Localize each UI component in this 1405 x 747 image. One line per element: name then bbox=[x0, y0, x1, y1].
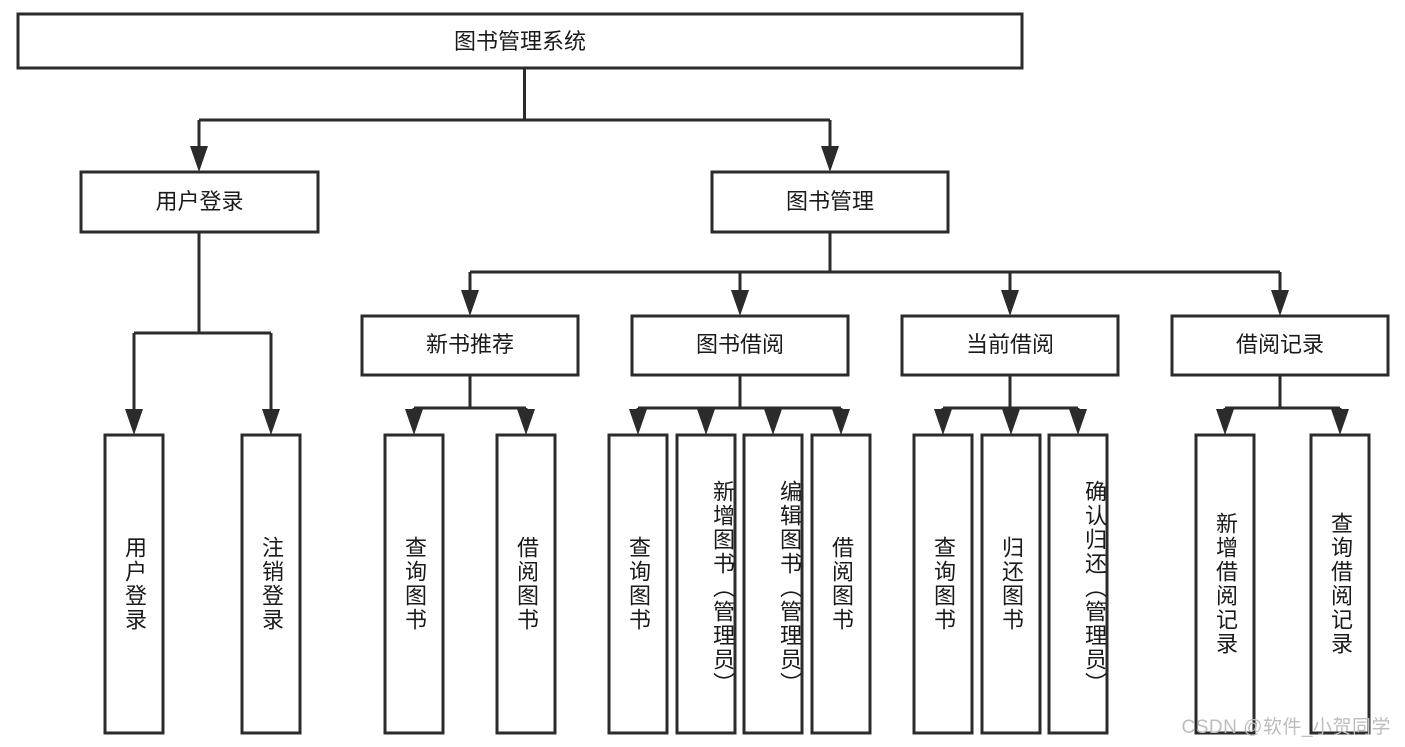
node-book-manage-box[interactable] bbox=[710, 170, 950, 234]
node-root-label: 图书管理系统 bbox=[454, 29, 586, 54]
arrow-head-bb-leaf-4 bbox=[832, 409, 850, 435]
arrow-head-nb-leaf-1 bbox=[405, 409, 423, 435]
connector-group-root bbox=[190, 68, 839, 172]
csdn-watermark: CSDN @软件_小贺同学 bbox=[1181, 717, 1391, 738]
node-borrow-record[interactable]: 借阅记录 bbox=[1170, 314, 1390, 377]
node-book-manage[interactable]: 图书管理 bbox=[710, 170, 950, 234]
node-current-borrow-box[interactable] bbox=[900, 314, 1120, 377]
node-book-borrow-label: 图书借阅 bbox=[696, 332, 784, 357]
leaf-box-borrow-book-2[interactable] bbox=[810, 433, 872, 735]
node-current-borrow-label: 当前借阅 bbox=[966, 332, 1054, 357]
arrow-head-new-book-rec bbox=[461, 290, 479, 316]
arrow-head-br-leaf-1 bbox=[1216, 409, 1234, 435]
leaf-box-query-borrow-record[interactable] bbox=[1309, 433, 1371, 735]
arrow-head-book-borrow bbox=[731, 290, 749, 316]
leaf-box-user-login[interactable] bbox=[103, 433, 165, 735]
node-user-login-box[interactable] bbox=[79, 170, 320, 234]
node-root-box[interactable] bbox=[16, 12, 1024, 70]
node-root[interactable]: 图书管理系统 bbox=[16, 12, 1024, 70]
arrow-head-leaf-logout bbox=[262, 409, 280, 435]
node-book-manage-label: 图书管理 bbox=[786, 189, 874, 214]
leaf-box-add-book-admin[interactable] bbox=[675, 433, 737, 735]
arrow-head-book-manage bbox=[821, 146, 839, 172]
node-book-borrow[interactable]: 图书借阅 bbox=[630, 314, 850, 377]
node-new-book-recommend[interactable]: 新书推荐 bbox=[360, 314, 580, 377]
node-borrow-record-label: 借阅记录 bbox=[1236, 332, 1324, 357]
arrow-head-cb-leaf-2 bbox=[1002, 409, 1020, 435]
arrow-head-user-login bbox=[190, 146, 208, 172]
leaf-box-borrow-book-1[interactable] bbox=[495, 433, 557, 735]
leaf-box-return-book[interactable] bbox=[980, 433, 1042, 735]
leaf-box-logout[interactable] bbox=[240, 433, 302, 735]
leaf-box-confirm-return-admin[interactable] bbox=[1047, 433, 1109, 735]
connector-group-current-borrow bbox=[934, 375, 1087, 435]
node-current-borrow[interactable]: 当前借阅 bbox=[900, 314, 1120, 377]
node-borrow-record-box[interactable] bbox=[1170, 314, 1390, 377]
node-user-login-label: 用户登录 bbox=[155, 189, 243, 214]
leaf-box-query-book-3[interactable] bbox=[912, 433, 974, 735]
leaf-box-query-book-1[interactable] bbox=[383, 433, 445, 735]
node-new-book-recommend-label: 新书推荐 bbox=[426, 332, 514, 357]
leaf-box-add-borrow-record[interactable] bbox=[1194, 433, 1256, 735]
connector-group-book-manage bbox=[461, 232, 1289, 316]
arrow-head-current-borrow bbox=[1001, 290, 1019, 316]
arrow-head-nb-leaf-2 bbox=[517, 409, 535, 435]
node-new-book-recommend-box[interactable] bbox=[360, 314, 580, 377]
connector-group-book-borrow bbox=[629, 375, 850, 435]
arrow-head-cb-leaf-3 bbox=[1069, 409, 1087, 435]
connector-group-new-book-rec bbox=[405, 375, 535, 435]
arrow-head-br-leaf-2 bbox=[1331, 409, 1349, 435]
node-user-login[interactable]: 用户登录 bbox=[79, 170, 320, 234]
arrow-head-borrow-record bbox=[1271, 290, 1289, 316]
arrow-head-bb-leaf-2 bbox=[697, 409, 715, 435]
node-book-borrow-box[interactable] bbox=[630, 314, 850, 377]
arrow-head-bb-leaf-1 bbox=[629, 409, 647, 435]
arrow-head-bb-leaf-3 bbox=[764, 409, 782, 435]
leaf-box-edit-book-admin[interactable] bbox=[742, 433, 804, 735]
arrow-head-leaf-user-login bbox=[125, 409, 143, 435]
leaf-box-query-book-2[interactable] bbox=[607, 433, 669, 735]
leaf-box-group bbox=[103, 433, 1371, 735]
connector-group-user-login bbox=[125, 232, 280, 435]
connector-group-borrow-record bbox=[1216, 375, 1349, 435]
arrow-head-cb-leaf-1 bbox=[934, 409, 952, 435]
